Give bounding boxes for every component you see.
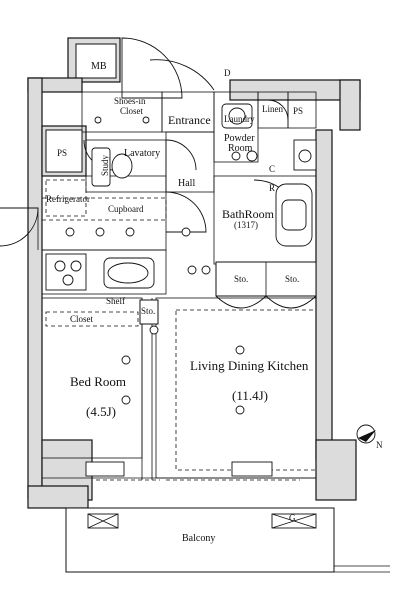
- label-ps-left: PS: [57, 148, 67, 158]
- label-lavatory: Lavatory: [124, 148, 160, 159]
- label-g: G: [289, 513, 296, 523]
- label-entrance: Entrance: [168, 113, 211, 127]
- label-hall: Hall: [178, 178, 195, 189]
- fixtures: [45, 103, 390, 573]
- north-arrow: N: [356, 424, 383, 450]
- north-label: N: [376, 440, 383, 450]
- label-bath-size: (1317): [234, 220, 258, 230]
- label-shelf: Shelf: [106, 296, 125, 306]
- label-linen: Linen: [262, 104, 283, 114]
- label-sto-3: Sto.: [141, 306, 155, 316]
- label-shoes-in: Shoes-in: [114, 96, 146, 106]
- label-bedroom-size: (4.5J): [86, 404, 116, 419]
- label-powder: Powder: [224, 133, 255, 144]
- label-laundry: Laundry: [224, 114, 255, 124]
- label-balcony: Balcony: [182, 533, 215, 544]
- label-refrigerator: Refrigerator: [46, 194, 90, 204]
- label-ldk: Living Dining Kitchen: [190, 358, 309, 373]
- label-cupboard: Cupboard: [108, 204, 144, 214]
- label-bedroom: Bed Room: [70, 374, 126, 389]
- label-ldk-size: (11.4J): [232, 388, 268, 403]
- label-mb: MB: [91, 61, 107, 72]
- label-sto-1: Sto.: [234, 274, 248, 284]
- label-study: Study: [100, 154, 110, 176]
- label-powder-room: Room: [228, 143, 253, 154]
- label-r: R: [269, 183, 275, 193]
- label-d: D: [224, 68, 231, 78]
- label-c: C: [269, 164, 275, 174]
- label-ps-top: PS: [293, 106, 303, 116]
- room-labels: MB Shoes-in Closet Entrance Laundry Line…: [46, 61, 309, 544]
- label-closet: Closet: [70, 314, 94, 324]
- label-sto-2: Sto.: [285, 274, 299, 284]
- label-shoes-closet: Closet: [120, 106, 144, 116]
- label-bathroom: BathRoom: [222, 207, 275, 221]
